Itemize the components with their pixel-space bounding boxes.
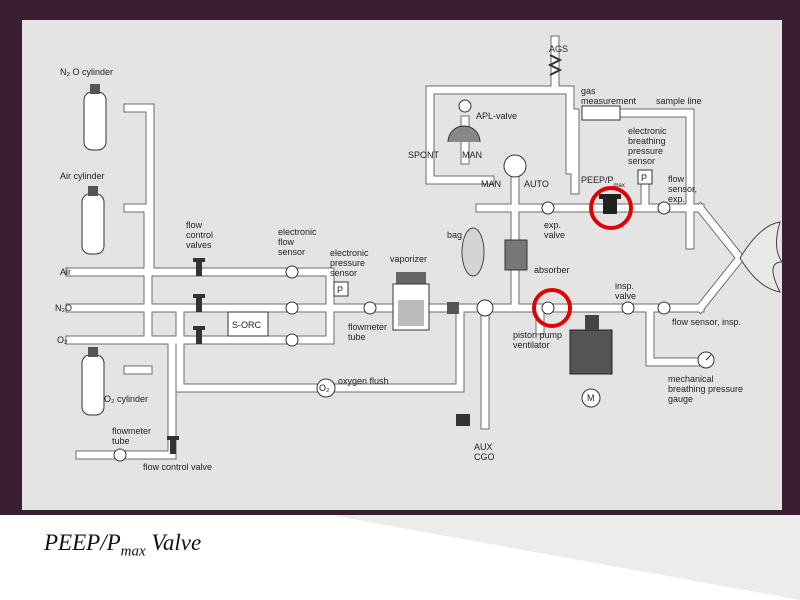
motor-m: M: [587, 393, 595, 403]
peep-pmax-label: PEEP/Pmax: [581, 175, 625, 189]
gas-measurement-box: [581, 105, 621, 121]
gas-measurement-label-1: gas: [581, 86, 596, 96]
n2o-cylinder-label: N₂ O cylinder: [60, 67, 113, 77]
breathing-sensor-label-2: breathing: [628, 136, 666, 146]
gauge-label-3: gauge: [668, 394, 693, 404]
electronic-pressure-sensor-label-3: sensor: [330, 268, 357, 278]
peep-pmax-label-sub: max: [614, 183, 625, 189]
breathing-sensor-label-3: pressure: [628, 146, 663, 156]
man-auto-auto-label: AUTO: [524, 179, 549, 189]
air-cylinder: [81, 186, 105, 255]
gauge-label-1: mechanical: [668, 374, 714, 384]
air-cylinder-label: Air cylinder: [60, 171, 105, 181]
vaporizer-label: vaporizer: [390, 254, 427, 264]
s-orc-label: S-ORC: [232, 320, 262, 330]
o2-cylinder: [81, 347, 105, 416]
electronic-pressure-sensor-label-2: pressure: [330, 258, 365, 268]
gauge-label-2: breathing pressure: [668, 384, 743, 394]
man-label: MAN: [462, 150, 482, 160]
exp-valve-and-flow-sensors: [541, 201, 671, 315]
breathing-sensor-label-4: sensor: [628, 156, 655, 166]
flowmeter-tube-label-2: tube: [348, 332, 366, 342]
piston-pump-label-2: ventilator: [513, 340, 550, 350]
electronic-flow-sensor-label-2: flow: [278, 237, 295, 247]
sample-line-label: sample line: [656, 96, 702, 106]
n2o-cylinder: [83, 84, 107, 151]
flow-sensor-exp-label-3: exp.: [668, 194, 685, 204]
flow-control-valves-label-3: valves: [186, 240, 212, 250]
oxygen-flush-label: oxygen flush: [338, 376, 389, 386]
highlight-circle-peep-valve: [589, 186, 633, 230]
gas-measurement-label-2: measurement: [581, 96, 637, 106]
o2-cylinder-label: O₂ cylinder: [104, 394, 148, 404]
spont-label: SPONT: [408, 150, 440, 160]
cgo-outlet: [447, 299, 494, 426]
flowmeter-tube-lower-label-1: flowmeter: [112, 426, 151, 436]
exp-valve-label-2: valve: [544, 230, 565, 240]
flow-sensor-insp-label: flow sensor, insp.: [672, 317, 741, 327]
piston-pump-label-1: piston pump: [513, 330, 562, 340]
caption-subscript: max: [120, 543, 146, 560]
electronic-flow-sensor-label-3: sensor: [278, 247, 305, 257]
electronic-flow-sensor-label-1: electronic: [278, 227, 317, 237]
flow-control-valves-label-2: control: [186, 230, 213, 240]
insp-valve-label-1: insp.: [615, 281, 634, 291]
peep-pmax-label-main: PEEP/P: [581, 175, 614, 185]
flow-sensor-exp-label-2: sensor,: [668, 184, 697, 194]
apl-valve-label: APL-valve: [476, 111, 517, 121]
ags-label: AGS: [549, 44, 568, 54]
bag-label: bag: [447, 230, 462, 240]
breathing-sensor-p: P: [641, 173, 647, 183]
slide-caption: PEEP/Pmax Valve: [44, 530, 201, 561]
vaporizer: [392, 272, 430, 331]
caption-main: PEEP/P: [44, 530, 121, 555]
flowmeter-tube-label-1: flowmeter: [348, 322, 387, 332]
n2o-line-label: N₂O: [55, 303, 72, 313]
pressure-sensor: P: [333, 281, 349, 297]
o2-flush-symbol: O₂: [319, 383, 330, 393]
flow-control-valves: [167, 258, 205, 454]
flow-sensor-exp-label-1: flow: [668, 174, 685, 184]
patient-lungs: [739, 221, 783, 293]
piston-pump-ventilator: M: [569, 315, 613, 408]
bag: [461, 227, 485, 277]
exp-valve-label-1: exp.: [544, 220, 561, 230]
s-orc-box: S-ORC: [227, 311, 269, 337]
absorber: [504, 239, 528, 271]
flowmeter-tube-lower-label-2: tube: [112, 436, 130, 446]
flow-control-valves-label-1: flow: [186, 220, 203, 230]
pressure-sensor-p: P: [337, 285, 343, 295]
electronic-pressure-sensor-label-1: electronic: [330, 248, 369, 258]
ags-and-apl: [447, 54, 563, 178]
insp-valve-label-2: valve: [615, 291, 636, 301]
breathing-sensor-label-1: electronic: [628, 126, 667, 136]
aux-label: AUX: [474, 442, 493, 452]
man-auto-man-label: MAN: [481, 179, 501, 189]
electronic-flow-sensors: [113, 265, 377, 462]
air-line-label: Air: [60, 267, 71, 277]
o2-line-label: O₂: [57, 335, 68, 345]
pipes-core: [66, 36, 745, 459]
highlight-circle-insp-valve: [532, 288, 572, 328]
oxygen-flush-button: O₂: [316, 378, 336, 398]
pressure-gauge: [697, 351, 715, 369]
caption-end: Valve: [145, 530, 202, 555]
flow-control-valve-label: flow control valve: [143, 462, 212, 472]
cgo-label: CGO: [474, 452, 495, 462]
absorber-label: absorber: [534, 265, 570, 275]
peep-pmax-valve-icon: [599, 194, 621, 214]
breathing-pressure-sensor: P: [637, 169, 653, 185]
